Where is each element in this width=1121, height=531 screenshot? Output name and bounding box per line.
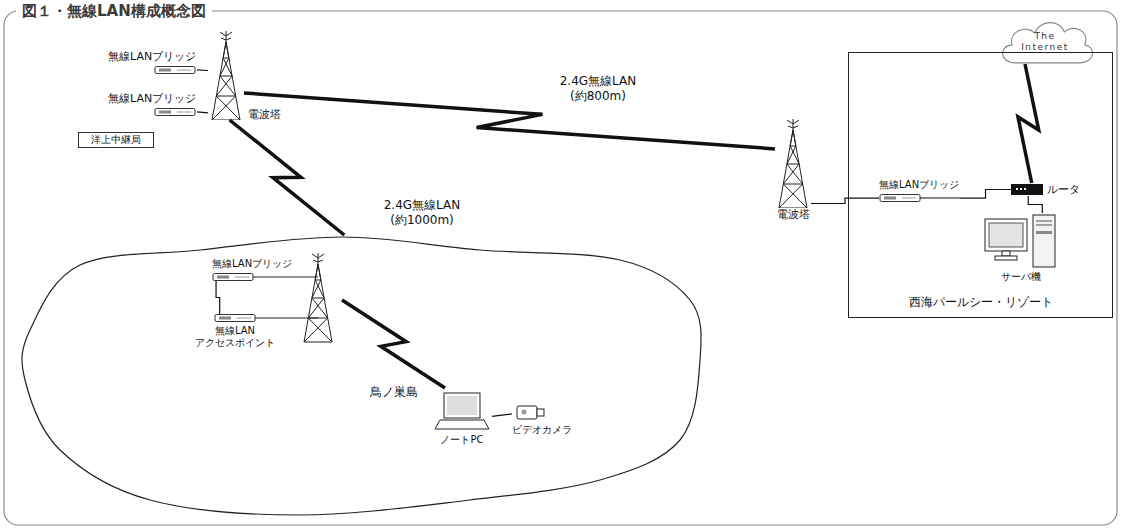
camera-icon (516, 402, 546, 422)
radio-tower: 電波塔 (208, 30, 244, 120)
wireless-link (244, 93, 775, 149)
device-body (215, 315, 255, 322)
island-outline: 無線LANブリッジ無線LAN アクセスポイントノートPC ビデオカメラ 鳥ノ巣島 (20, 235, 710, 525)
station-name: 洋上中継局 (91, 134, 141, 146)
figure-title: 図１・無線LAN構成概念図 (16, 1, 212, 21)
tower-icon (208, 30, 244, 120)
cloud-label: The Internet (1013, 31, 1077, 53)
cable (216, 281, 220, 314)
device-body (155, 67, 195, 74)
server-icon (983, 213, 1059, 269)
wireless-bridge: 無線LANブリッジ (879, 179, 960, 202)
notebook-pc: ノートPC (432, 392, 492, 446)
tower-icon (775, 118, 811, 208)
bridge-device (212, 273, 293, 281)
wireless-bridge: 無線LANブリッジ (212, 258, 293, 281)
router-icon (1011, 184, 1043, 195)
cable (197, 69, 208, 71)
device-body (880, 195, 920, 202)
device-label: 無線LAN アクセスポイント (190, 325, 280, 349)
internet-cloud: The Internet (995, 14, 1095, 64)
cable (253, 276, 318, 277)
wireless-link (230, 120, 345, 235)
router: ルータ (1011, 183, 1080, 196)
access-point-device (190, 314, 280, 322)
tower-lattice (212, 31, 240, 120)
radio-tower: 電波塔 (775, 118, 811, 221)
cable (1028, 196, 1042, 213)
tower-lattice (779, 119, 807, 208)
station-box: 洋上中継局 (78, 132, 154, 148)
device-label: ノートPC (432, 434, 492, 446)
tower-lattice (304, 253, 332, 342)
device-label: 無線LANブリッジ (108, 50, 197, 63)
island-coast (22, 237, 701, 515)
site-box: 無線LANブリッジ ルータサーバ機西海パールシー・リゾート (848, 52, 1113, 318)
device-body (155, 109, 195, 116)
wireless-bridge: 無線LANブリッジ (108, 92, 197, 116)
bridge-device (108, 66, 197, 74)
video-camera: ビデオカメラ (512, 402, 576, 436)
bridge-device (879, 194, 960, 202)
cable (197, 111, 208, 113)
cable (492, 414, 512, 416)
cable (255, 317, 318, 318)
cable (920, 197, 960, 198)
device-label: 無線LANブリッジ (108, 92, 197, 105)
site-name: 西海パールシー・リゾート (849, 295, 1112, 309)
link-label: 2.4G無線LAN (約1000m) (372, 198, 472, 228)
device-label: ビデオカメラ (512, 424, 576, 436)
island-drawing (20, 235, 710, 525)
device-label: 無線LANブリッジ (879, 179, 960, 191)
device-body (213, 274, 253, 281)
wireless-bridge: 無線LANブリッジ (108, 50, 197, 74)
bridge-device (108, 108, 197, 116)
tower-label: 電波塔 (763, 208, 823, 221)
tower-icon (304, 253, 332, 342)
device-label: ルータ (1047, 183, 1080, 196)
access-point: 無線LAN アクセスポイント (190, 314, 280, 349)
wireless-link (342, 300, 445, 388)
island-name: 鳥ノ巣島 (370, 385, 418, 399)
wireless-link (1018, 64, 1039, 183)
link-label: 2.4G無線LAN (約800m) (550, 74, 646, 104)
cable (960, 190, 1011, 199)
device-label: 無線LANブリッジ (212, 258, 293, 270)
laptop-icon (434, 392, 490, 432)
tower-label: 電波塔 (248, 108, 281, 121)
server-machine: サーバ機 (983, 213, 1059, 283)
device-label: サーバ機 (983, 271, 1059, 283)
cable (811, 198, 879, 203)
frame-border (4, 11, 1117, 525)
